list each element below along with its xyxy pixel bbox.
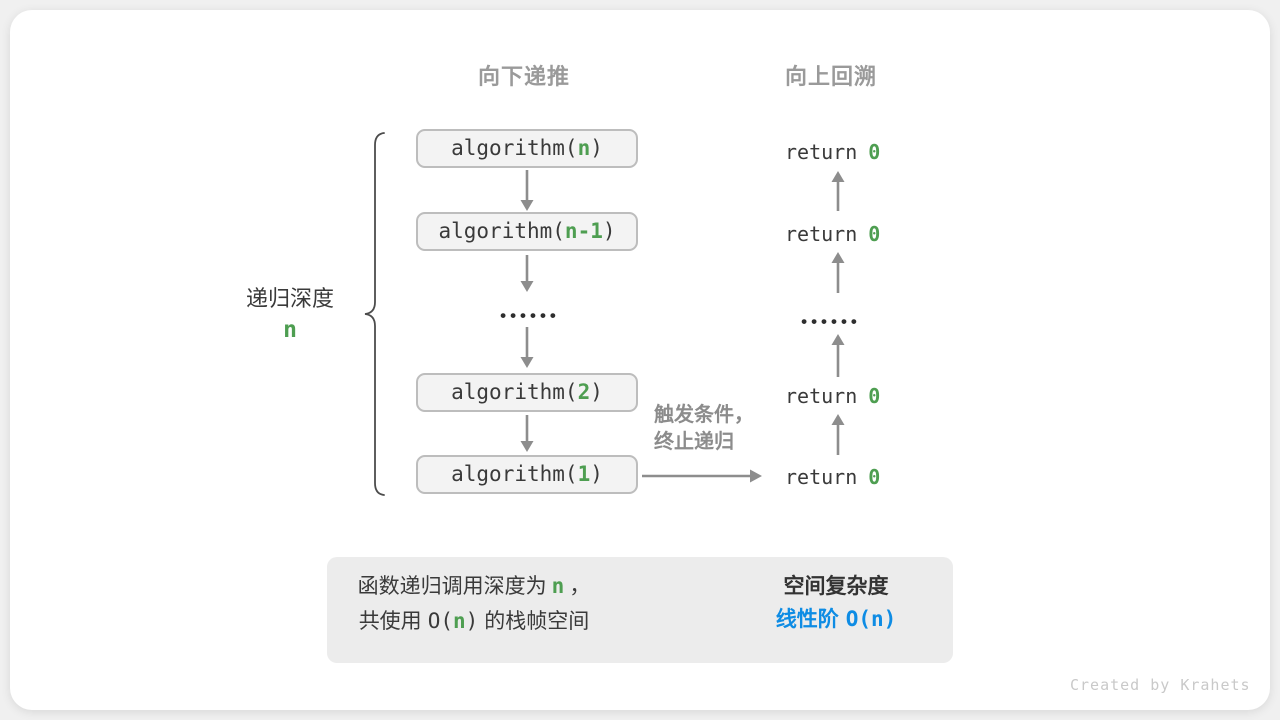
premise-bigO-var: n bbox=[452, 609, 466, 633]
return-statement: return 0 bbox=[785, 139, 925, 165]
call-frame-n-1: algorithm(n-1) bbox=[416, 212, 638, 251]
premise-bigO-close: ) bbox=[465, 609, 479, 633]
watermark-credit: Created by Krahets bbox=[1070, 676, 1251, 694]
premise-var: n bbox=[551, 574, 565, 598]
call-frame-1: algorithm(1) bbox=[416, 455, 638, 494]
premise-text: 共使用 bbox=[358, 610, 422, 633]
call-stack-ellipsis: •••••• bbox=[500, 306, 560, 325]
premise-text: 函数递归调用深度为 bbox=[357, 575, 547, 598]
return-keyword: return bbox=[785, 140, 858, 164]
return-keyword: return bbox=[785, 465, 858, 489]
base-case-label-line1: 触发条件， bbox=[654, 404, 754, 426]
return-value: 0 bbox=[868, 140, 881, 164]
returns-ellipsis: •••••• bbox=[801, 312, 861, 331]
order-name: 线性阶 bbox=[775, 608, 839, 631]
frame-text: ) bbox=[602, 219, 616, 243]
frame-text: ) bbox=[590, 136, 603, 160]
return-value: 0 bbox=[868, 384, 881, 408]
depth-value: n bbox=[283, 317, 297, 343]
frame-arg: n-1 bbox=[564, 219, 603, 243]
base-case-label-line2: 终止递归 bbox=[654, 431, 734, 453]
frame-arg: n bbox=[577, 136, 591, 160]
summary-panel bbox=[327, 557, 953, 663]
header-upward-backtrack: 向上回溯 bbox=[784, 64, 877, 89]
frame-arg: 1 bbox=[577, 462, 591, 486]
return-statement: return 0 bbox=[785, 221, 925, 247]
frame-text: algorithm( bbox=[451, 462, 578, 486]
call-frame-2: algorithm(2) bbox=[416, 373, 638, 412]
call-frame-n: algorithm(n) bbox=[416, 129, 638, 168]
depth-label: 递归深度 bbox=[245, 286, 334, 311]
header-downward-recursion: 向下递推 bbox=[477, 64, 570, 89]
frame-text: algorithm( bbox=[438, 219, 565, 243]
return-keyword: return bbox=[785, 222, 858, 246]
return-keyword: return bbox=[785, 384, 858, 408]
frame-text: ) bbox=[590, 462, 603, 486]
frame-text: algorithm( bbox=[451, 380, 578, 404]
return-value: 0 bbox=[868, 465, 881, 489]
return-statement: return 0 bbox=[785, 383, 925, 409]
result-order: 线性阶 O(n) bbox=[746, 602, 926, 637]
order-notation: O(n) bbox=[845, 607, 897, 631]
return-value: 0 bbox=[868, 222, 881, 246]
result-title: 空间复杂度 bbox=[783, 575, 889, 598]
return-statement: return 0 bbox=[785, 464, 925, 490]
summary-result: 空间复杂度 线性阶 O(n) bbox=[746, 572, 926, 637]
frame-text: algorithm( bbox=[451, 136, 578, 160]
frame-text: ) bbox=[590, 380, 603, 404]
premise-text: ， bbox=[569, 575, 591, 598]
premise-bigO-open: O( bbox=[427, 609, 453, 633]
premise-text: 的栈帧空间 bbox=[484, 610, 590, 633]
frame-arg: 2 bbox=[577, 380, 591, 404]
